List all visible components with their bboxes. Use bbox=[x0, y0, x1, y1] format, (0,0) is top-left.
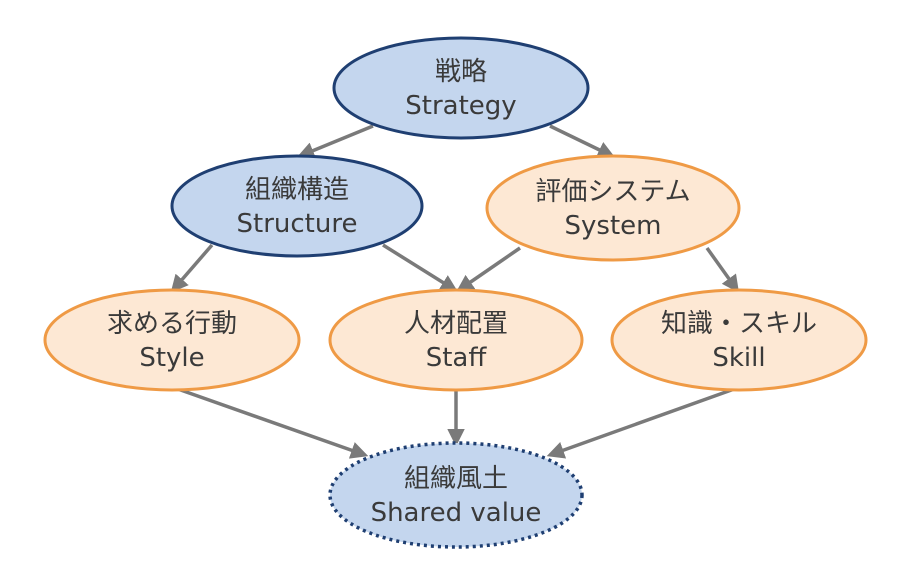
node-shared-en: Shared value bbox=[371, 498, 542, 528]
node-structure-jp: 組織構造 bbox=[245, 175, 349, 205]
node-system-jp: 評価システム bbox=[535, 177, 690, 207]
node-style-shape bbox=[43, 288, 301, 392]
edge-structure-staff bbox=[382, 243, 458, 292]
node-strategy-shape bbox=[332, 36, 590, 140]
node-staff-shape bbox=[328, 288, 584, 392]
node-staff: 人材配置 Staff bbox=[328, 288, 584, 392]
node-style-en: Style bbox=[139, 343, 204, 373]
node-shared-shape bbox=[328, 441, 584, 549]
node-staff-jp: 人材配置 bbox=[404, 309, 508, 339]
node-shared-jp: 組織風土 bbox=[404, 464, 508, 494]
node-skill-jp: 知識・スキル bbox=[661, 309, 817, 339]
node-system: 評価システム System bbox=[485, 154, 741, 262]
node-strategy-en: Strategy bbox=[405, 91, 516, 121]
node-structure-shape bbox=[170, 154, 424, 258]
edge-style-shared bbox=[174, 386, 369, 459]
node-system-en: System bbox=[565, 211, 662, 241]
node-style: 求める行動 Style bbox=[43, 288, 301, 392]
node-strategy-jp: 戦略 bbox=[435, 57, 487, 87]
node-structure-en: Structure bbox=[237, 209, 358, 239]
node-staff-en: Staff bbox=[426, 343, 488, 373]
edge-structure-style bbox=[170, 243, 214, 293]
edge-system-staff bbox=[456, 246, 521, 292]
node-structure: 組織構造 Structure bbox=[170, 154, 424, 258]
edges bbox=[170, 124, 740, 459]
node-skill-en: Skill bbox=[712, 343, 765, 373]
node-system-shape bbox=[485, 154, 741, 262]
node-skill: 知識・スキル Skill bbox=[610, 288, 868, 392]
edge-strategy-structure bbox=[296, 124, 374, 159]
edge-system-skill bbox=[705, 246, 740, 293]
node-skill-shape bbox=[610, 288, 868, 392]
node-strategy: 戦略 Strategy bbox=[332, 36, 590, 140]
edge-strategy-system bbox=[549, 124, 616, 158]
edge-skill-shared bbox=[546, 386, 738, 459]
node-style-jp: 求める行動 bbox=[107, 309, 237, 339]
node-shared: 組織風土 Shared value bbox=[328, 441, 584, 549]
